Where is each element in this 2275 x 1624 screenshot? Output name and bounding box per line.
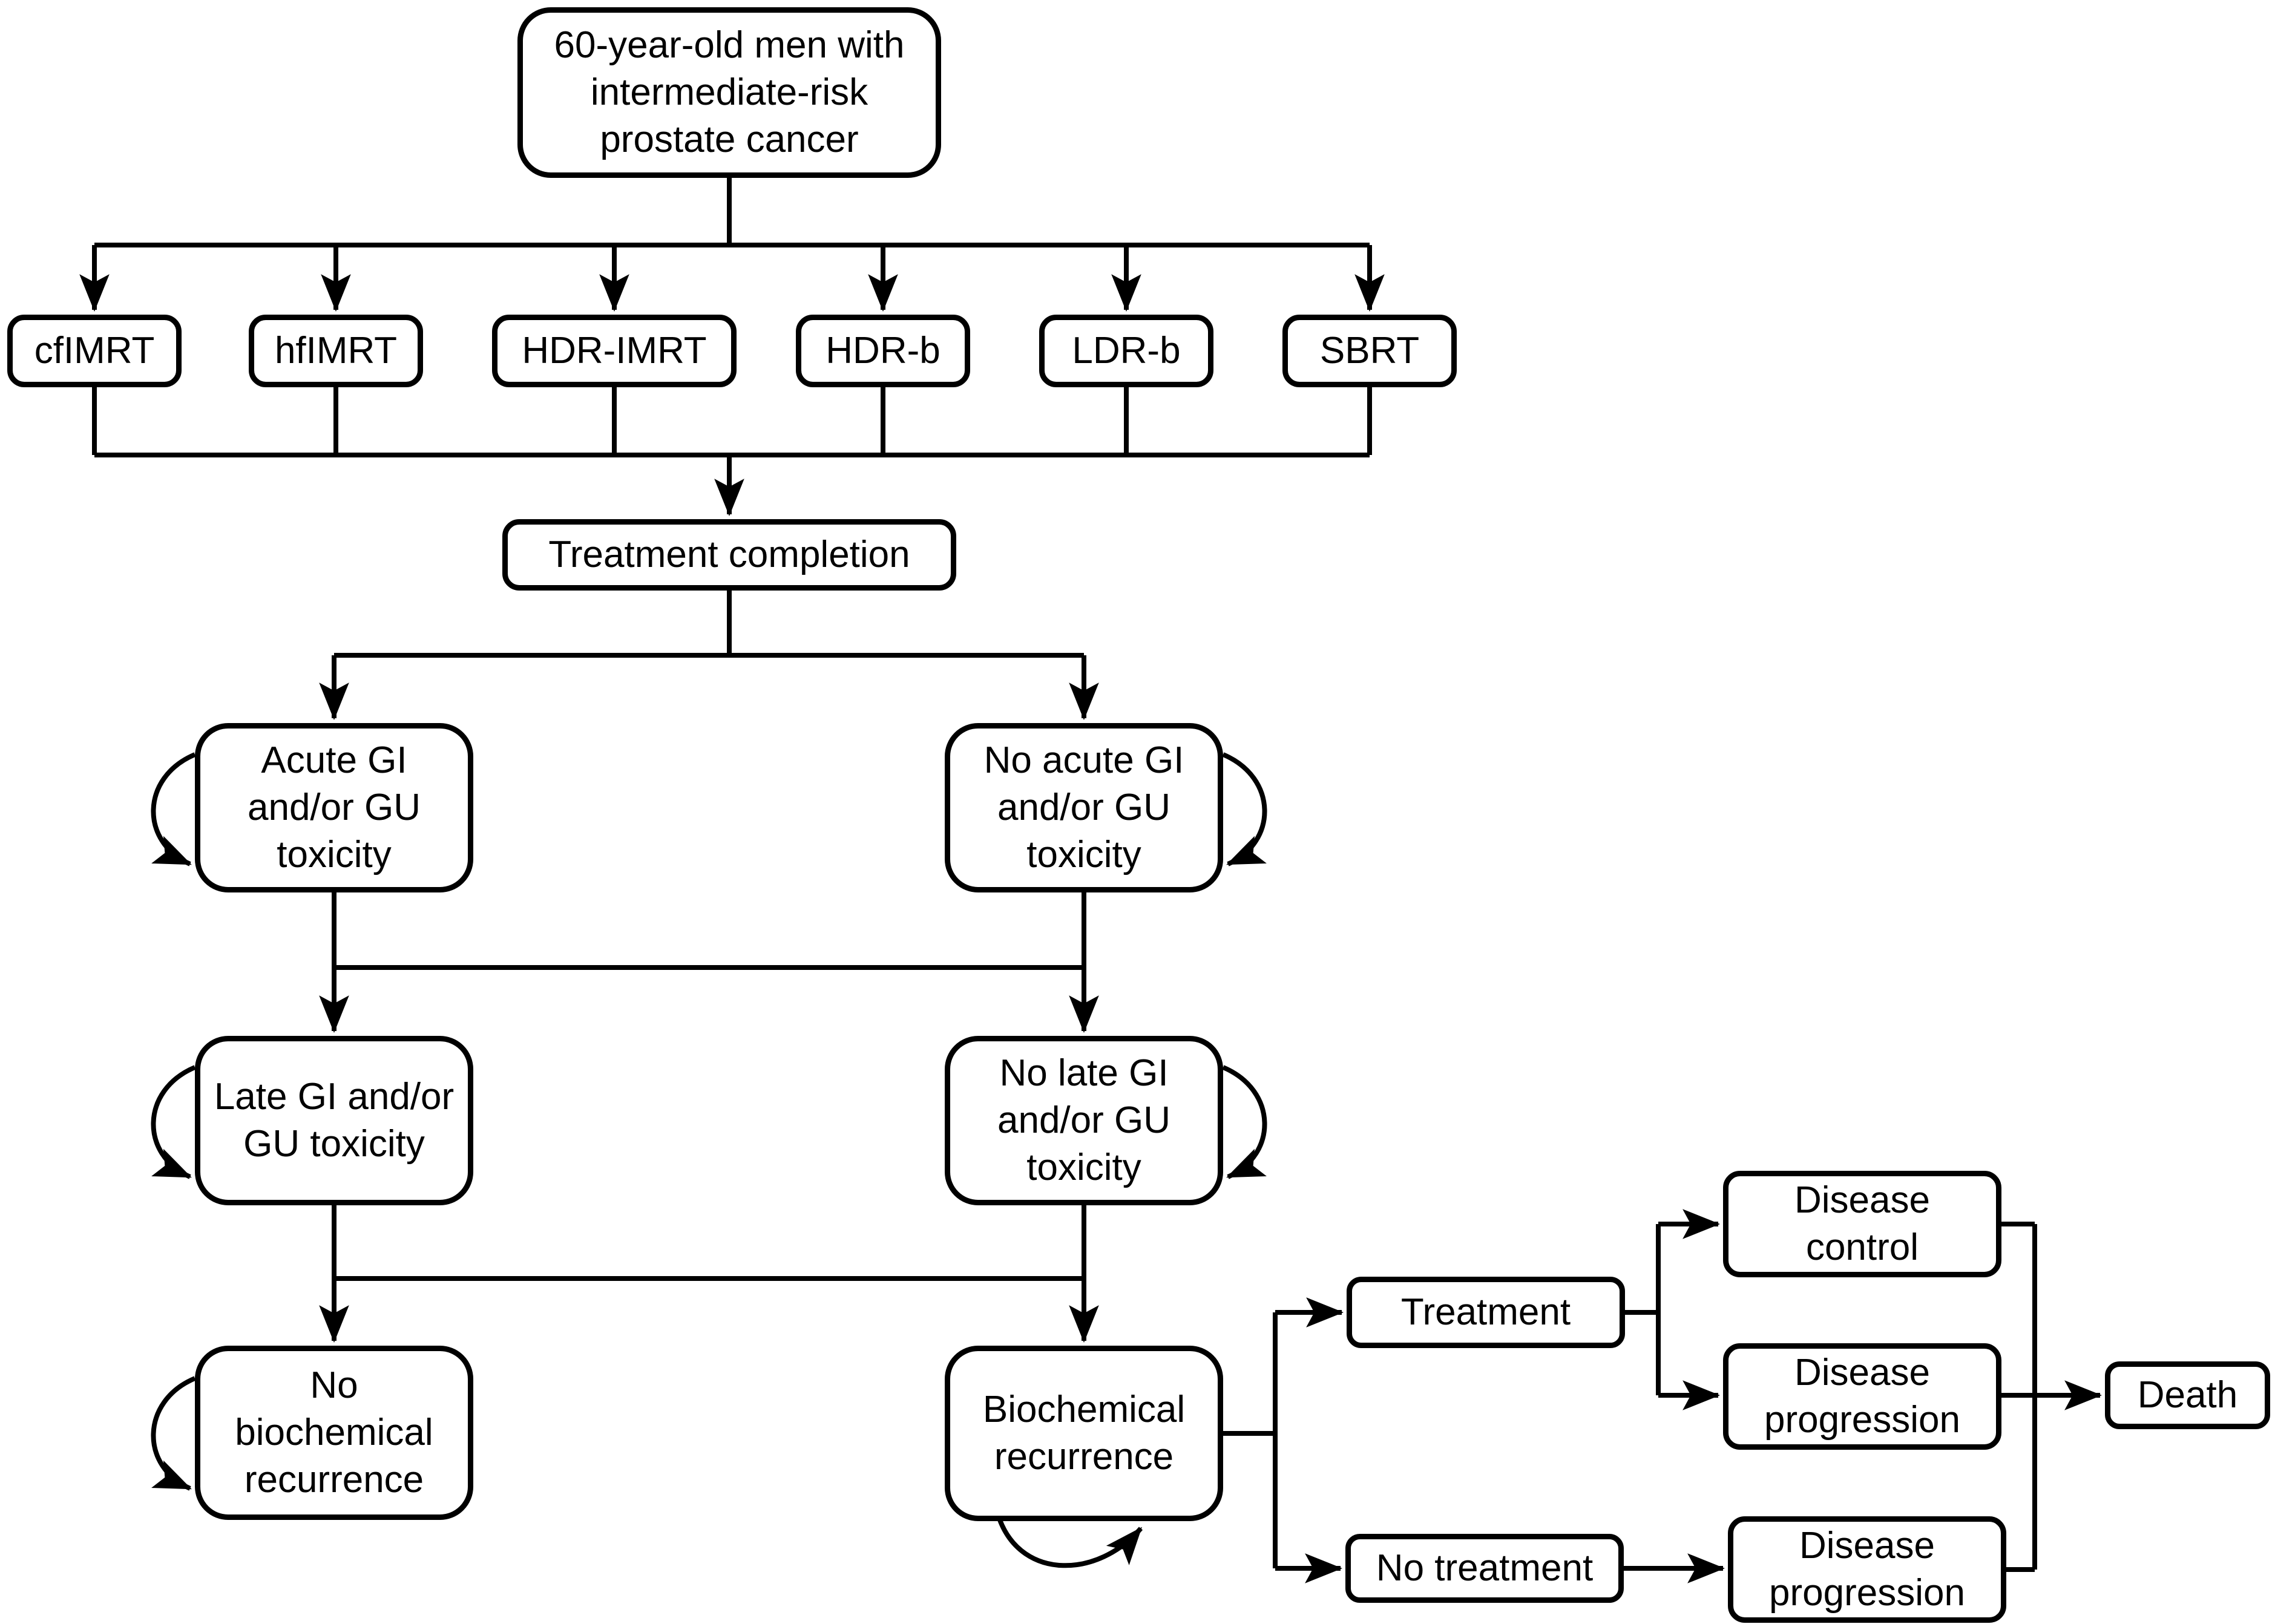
node-start: 60-year-old men with intermediate-risk p… xyxy=(517,7,941,178)
node-late-toxicity: Late GI and/or GU toxicity xyxy=(195,1036,473,1205)
node-treatment: Treatment xyxy=(1347,1277,1625,1348)
node-biochemical-recurrence: Biochemical recurrence xyxy=(945,1346,1223,1521)
node-hdr-imrt: HDR-IMRT xyxy=(492,315,737,387)
node-no-late-toxicity: No late GI and/or GU toxicity xyxy=(945,1036,1223,1205)
node-hfimrt: hfIMRT xyxy=(249,315,423,387)
node-no-treatment: No treatment xyxy=(1345,1534,1624,1603)
node-cfimrt: cfIMRT xyxy=(7,315,182,387)
node-no-biochemical-recurrence: No biochemical recurrence xyxy=(195,1346,473,1520)
node-death: Death xyxy=(2105,1361,2270,1429)
node-hdr-b: HDR-b xyxy=(796,315,970,387)
node-disease-control: Disease control xyxy=(1723,1171,2001,1277)
node-ldr-b: LDR-b xyxy=(1039,315,1213,387)
node-treatment-completion: Treatment completion xyxy=(502,519,956,591)
node-disease-progression-after-treatment: Disease progression xyxy=(1723,1343,2001,1450)
node-sbrt: SBRT xyxy=(1282,315,1457,387)
node-no-acute-toxicity: No acute GI and/or GU toxicity xyxy=(945,723,1223,892)
node-acute-toxicity: Acute GI and/or GU toxicity xyxy=(195,723,473,892)
node-disease-progression-no-treatment: Disease progression xyxy=(1728,1516,2006,1623)
